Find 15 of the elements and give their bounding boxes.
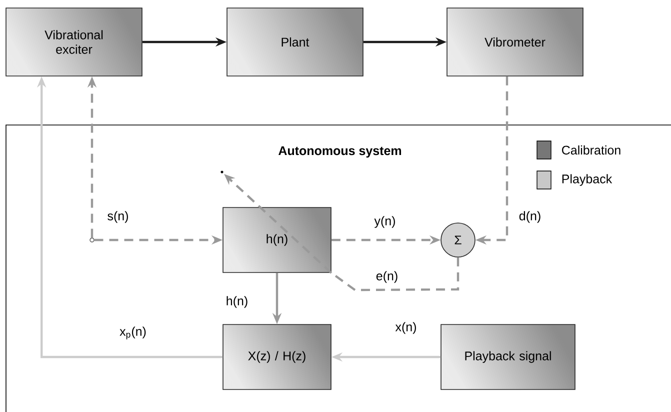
legend-label: Calibration	[562, 145, 620, 155]
edge-label: h(n)	[226, 296, 248, 308]
process-box: X(z) / H(z)	[222, 324, 332, 390]
edge-label: d(n)	[519, 211, 540, 223]
process-box: h(n)	[222, 207, 332, 273]
process-box: Playback signal	[440, 324, 576, 390]
edge-label: x(n)	[395, 322, 416, 334]
edge-label: x$_{p}$(n)	[120, 326, 146, 340]
process-box: Plant	[226, 8, 364, 76]
legend-label: Playback	[562, 174, 612, 186]
process-box: Vibrometer	[446, 8, 584, 76]
signal-label: s(n)	[108, 211, 128, 223]
edge-label: e(n)	[376, 271, 398, 283]
edge-label: y(n)	[374, 216, 395, 228]
process-box: Vibrational exciter	[6, 8, 142, 76]
